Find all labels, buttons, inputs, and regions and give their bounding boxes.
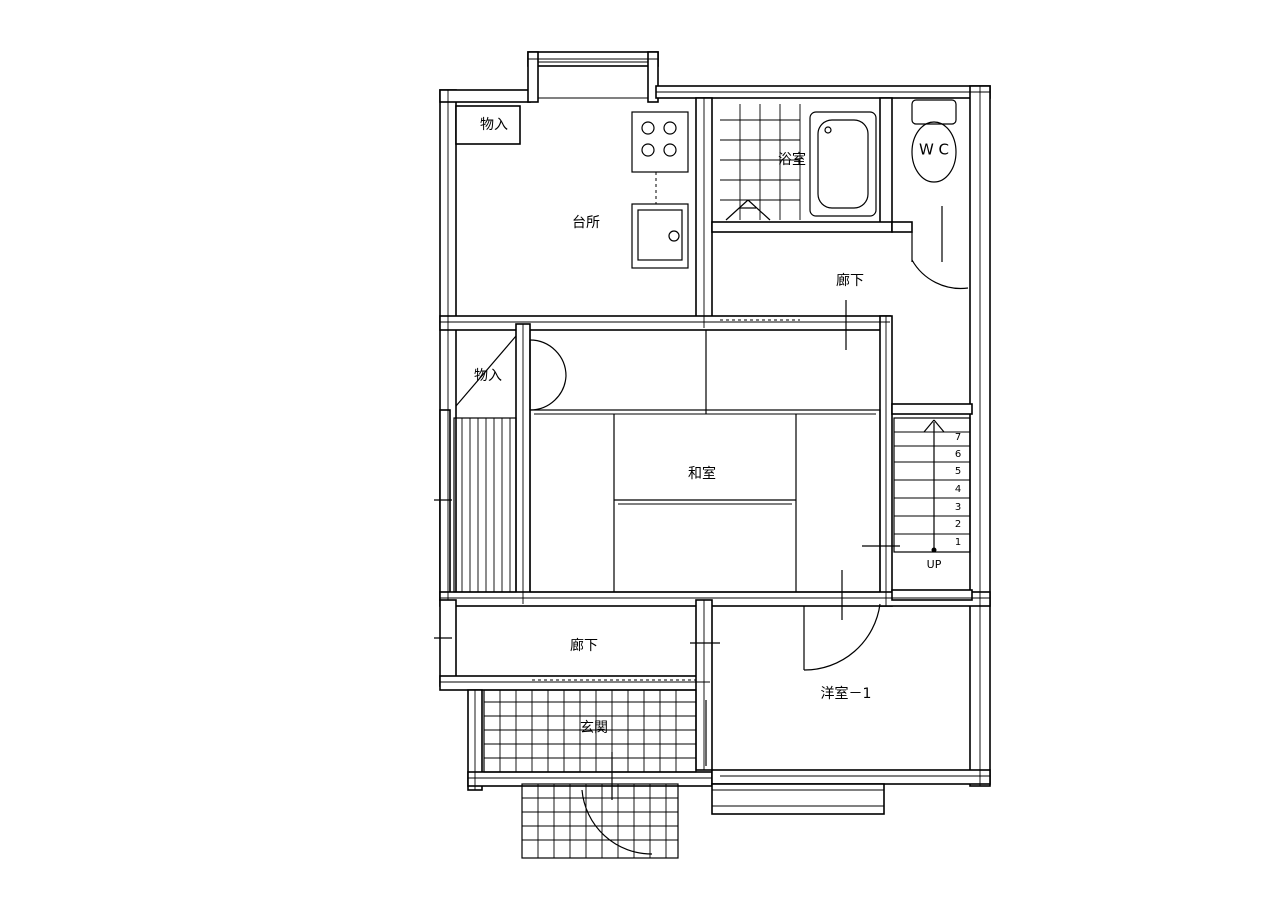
- burner-icon: [663, 143, 677, 157]
- room-labels: 物入 台所 浴室 W C 廊下 物入 和室 廊下 玄関 洋室－1: [474, 117, 949, 736]
- kitchen-fixtures: [631, 111, 689, 269]
- room-label-bath: 浴室: [778, 151, 806, 168]
- window-marks: [440, 58, 990, 807]
- room-label-hall-top: 廊下: [836, 272, 864, 289]
- room-label-youshitsu: 洋室－1: [821, 685, 872, 702]
- stair-step-5: 5: [955, 466, 961, 477]
- stair-step-4: 4: [955, 484, 961, 495]
- stair-step-3: 3: [955, 502, 961, 513]
- room-label-genkan: 玄関: [580, 719, 608, 736]
- stair-step-6: 6: [955, 449, 961, 460]
- genkan-tiles: [483, 679, 697, 859]
- tatami-layout: [529, 330, 881, 593]
- stairs: 7 6 5 4 3 2 1 UP: [893, 417, 971, 571]
- bath-floor-grid: [720, 104, 801, 220]
- left-stair-hatch: [453, 417, 517, 593]
- bath-fixtures: [720, 104, 877, 221]
- stair-direction-label: UP: [927, 558, 942, 571]
- room-label-kitchen: 台所: [572, 215, 600, 231]
- stair-start-dot: [931, 547, 937, 553]
- room-label-washitsu: 和室: [688, 465, 716, 482]
- drain-icon: [824, 126, 832, 134]
- room-label-storage-mid: 物入: [474, 368, 502, 384]
- walls: [439, 51, 991, 815]
- stair-step-1: 1: [955, 537, 961, 548]
- sink-drain-icon: [668, 230, 680, 242]
- wc-fixtures: [911, 99, 969, 290]
- room-label-storage-top: 物入: [480, 117, 508, 133]
- burner-icon: [641, 121, 655, 135]
- room-label-wc: W C: [919, 141, 949, 159]
- toilet-icon: [911, 121, 957, 183]
- bathtub: [809, 111, 877, 217]
- stair-step-7: 7: [955, 432, 961, 443]
- room-label-hall-bottom: 廊下: [570, 637, 598, 654]
- doors: [434, 300, 900, 855]
- burner-icon: [663, 121, 677, 135]
- burner-icon: [641, 143, 655, 157]
- stair-step-2: 2: [955, 519, 961, 530]
